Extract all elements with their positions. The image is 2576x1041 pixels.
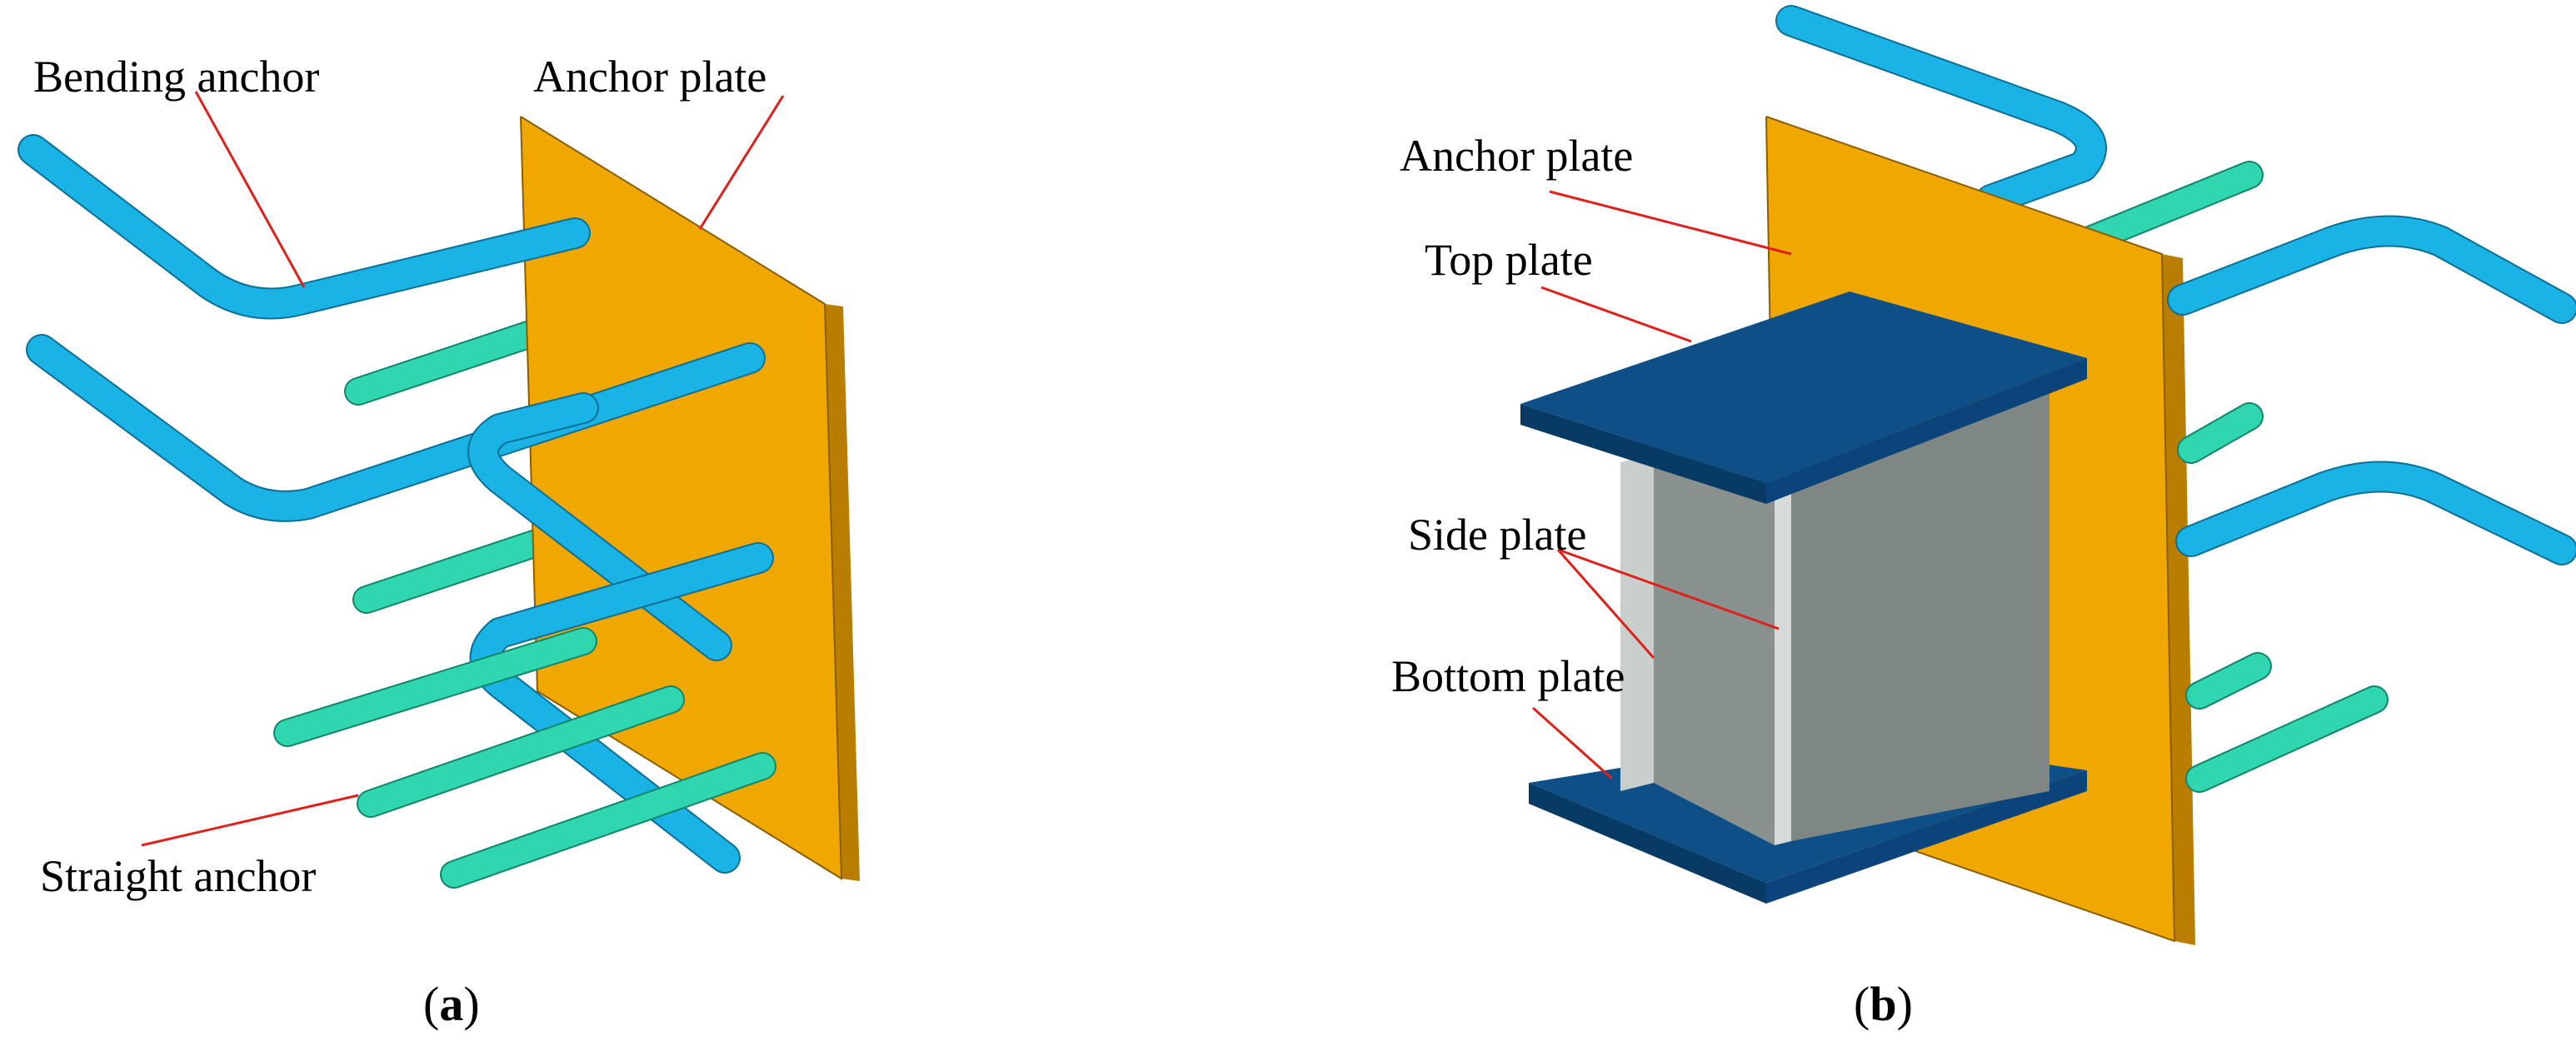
bottom-plate-side [1766,770,2087,904]
straight-anchor [2187,654,2270,708]
label-bending-anchor: Bending anchor [33,52,319,102]
top-plate-front [1520,404,1766,504]
straight-anchor-front-group [273,627,776,889]
caption-a-close: ) [463,977,479,1031]
side-plate-left [1620,454,1654,791]
straight-anchor [275,629,596,745]
bending-anchor [2177,462,2576,564]
leader-side-plate-1 [1556,549,1655,659]
leader-bending-anchor [194,91,306,288]
label-top-plate: Top plate [1425,235,1593,285]
leader-anchor-plate-b [1549,190,1792,256]
caption-b: (b) [1854,977,1913,1031]
top-plate-top [1520,291,2087,483]
bending-anchor [1777,7,2105,214]
leader-top-plate [1540,286,1692,343]
side-plate-edge [1775,466,1791,845]
straight-anchor [358,687,683,816]
label-anchor-plate-b: Anchor plate [1400,131,1633,181]
caption-a-letter: a [439,977,463,1031]
leader-straight-anchor [141,794,359,847]
leader-anchor-plate-a [698,95,785,230]
bottom-plate-front [1529,783,1766,904]
bending-anchor-hook-upper [469,394,731,660]
straight-anchor [2187,687,2387,791]
leader-bottom-plate [1531,706,1614,780]
label-anchor-plate-a: Anchor plate [533,52,766,102]
caption-b-close: ) [1897,977,1913,1031]
label-bottom-plate: Bottom plate [1391,651,1625,701]
bending-anchor [2169,217,2576,322]
caption-a: (a) [423,977,480,1031]
label-side-plate: Side plate [1408,510,1586,560]
leader-side-plate-2 [1557,548,1780,630]
side-plate-main [1791,383,2049,841]
anchor-plate-a-face [521,117,841,879]
caption-b-open: ( [1854,977,1870,1031]
straight-anchor [2179,404,2262,462]
top-plate-side [1766,358,2087,504]
anchor-b-front-group [2167,215,2576,793]
panel-a: Bending anchor Anchor plate Straight anc… [17,52,860,1031]
side-plate-inner [1654,454,1775,845]
anchor-plate-a-edge [825,304,860,881]
panel-b: Anchor plate Top plate Side plate Bottom… [1391,5,2576,1031]
bending-anchor-mid [27,336,764,520]
caption-b-letter: b [1870,977,1896,1031]
caption-a-open: ( [423,977,439,1031]
label-straight-anchor: Straight anchor [40,851,316,901]
straight-anchor [442,754,775,887]
bending-anchor-top [19,136,589,318]
